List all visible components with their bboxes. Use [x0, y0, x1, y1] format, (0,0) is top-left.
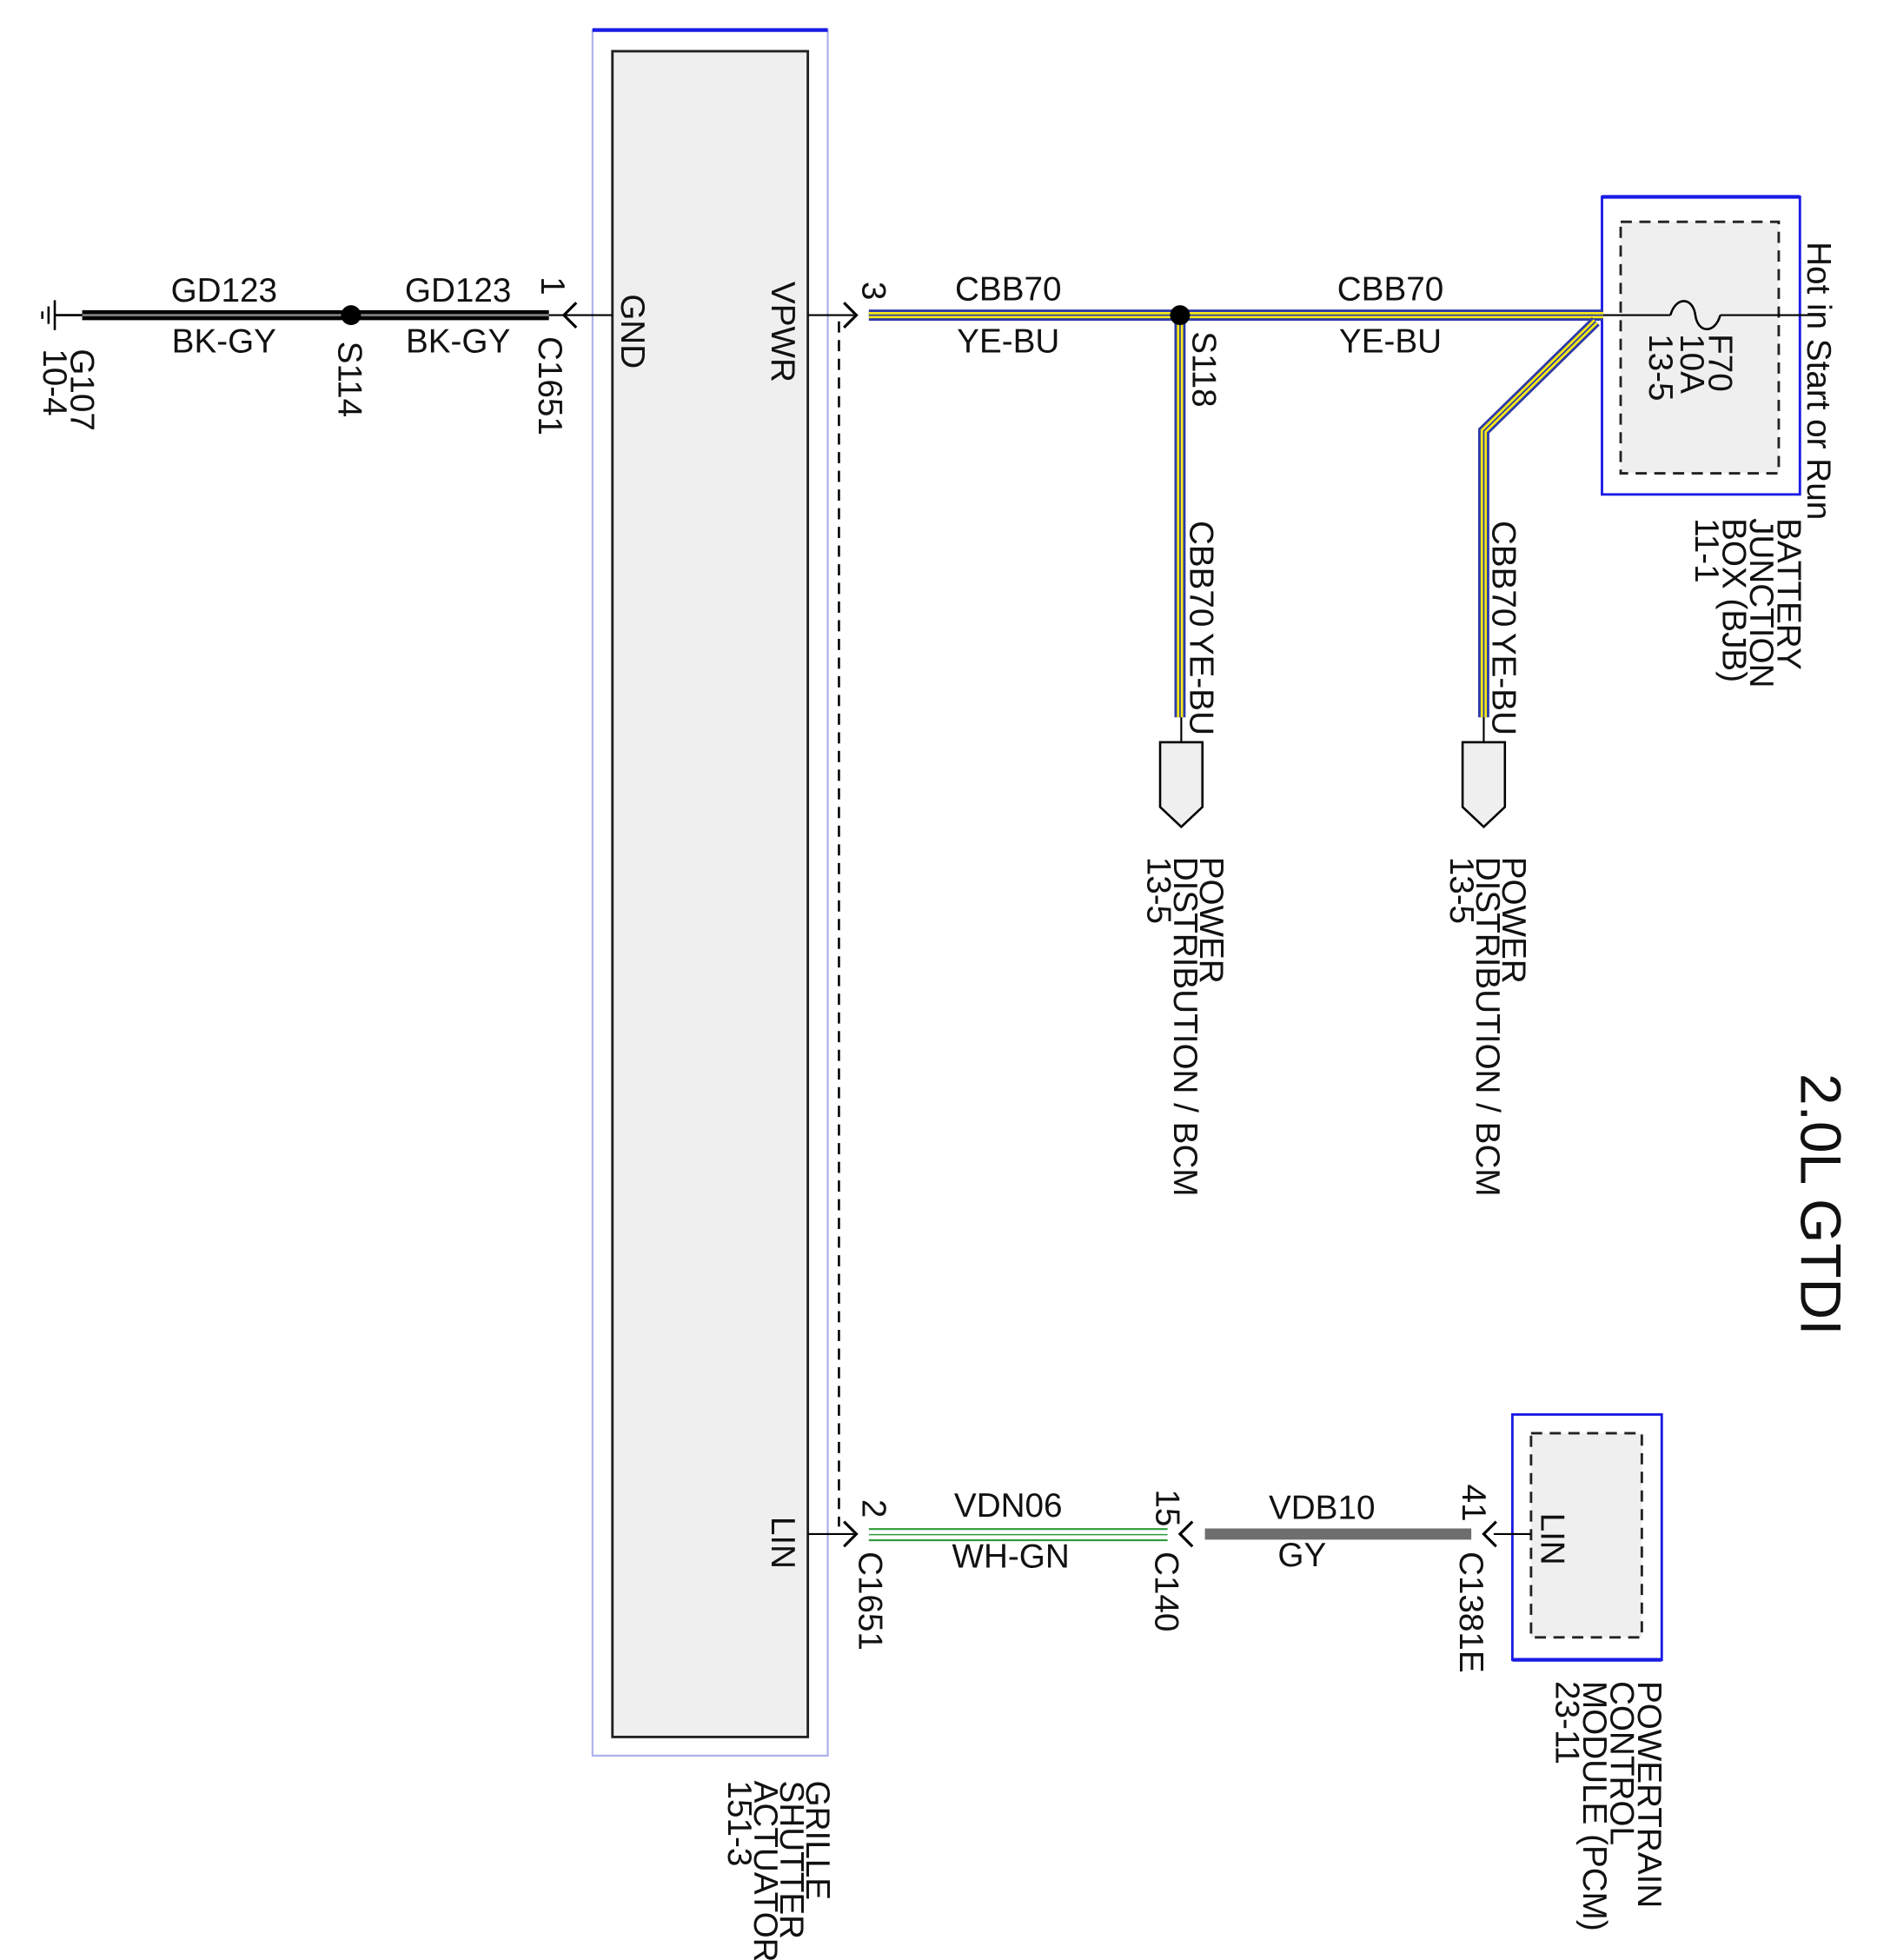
svg-text:13-5: 13-5	[1443, 857, 1480, 924]
wire-gd123-color-left: BK-GY	[172, 323, 276, 361]
fuse-f70-rating: 10A	[1673, 334, 1710, 394]
connector-c1651-lin-label: C1651	[851, 1551, 888, 1651]
power-note: Hot in Start or Run	[1800, 242, 1837, 520]
bcm-ref-arrow-icon[interactable]	[1158, 741, 1204, 829]
svg-text:POWERTRAIN: POWERTRAIN	[1630, 1681, 1668, 1908]
svg-text:JUNCTION: JUNCTION	[1742, 518, 1780, 688]
wire-cbb70-branch-bjb[interactable]	[1477, 317, 1600, 718]
connector-c1651-gnd-terminal-icon[interactable]	[561, 302, 578, 329]
connector-c140-terminal-icon[interactable]	[1177, 1520, 1194, 1548]
pin-pcm-number: 41	[1455, 1485, 1492, 1522]
svg-text:11-1: 11-1	[1688, 518, 1725, 583]
svg-text:BOX (BJB): BOX (BJB)	[1715, 518, 1752, 682]
connector-c1651-gnd-label: C1651	[531, 336, 568, 435]
battery-junction-box[interactable]	[1601, 195, 1801, 496]
svg-text:151-3: 151-3	[720, 1781, 758, 1867]
pin-lin-actuator-number: 2	[855, 1499, 892, 1518]
actuator-pin-vpwr-label: VPWR	[764, 282, 801, 382]
wire-gd123-color-right: BK-GY	[406, 323, 510, 361]
wire-gd123-id-left: GD123	[171, 272, 277, 309]
svg-text:23-11: 23-11	[1549, 1681, 1586, 1764]
splice-s114-dot[interactable]	[341, 305, 361, 326]
svg-text:ACTUATOR: ACTUATOR	[746, 1781, 784, 1960]
fuse-f70-page-ref: 13-5	[1642, 334, 1679, 401]
pcm-inner-box	[1529, 1432, 1643, 1639]
svg-text:GRILLE: GRILLE	[799, 1781, 836, 1901]
wire-cbb70-id-left: CBB70	[955, 270, 1061, 308]
wire-vdn06-color: WH-GN	[952, 1538, 1069, 1576]
bjb-name-label: BATTERY JUNCTION BOX (BJB) 11-1	[1688, 518, 1807, 688]
wire-gd123-id-right: GD123	[405, 272, 511, 309]
actuator-pin-gnd-label: GND	[614, 294, 651, 369]
bcm-ref-label: POWER DISTRIBUTION / BCM 13-5	[1443, 857, 1532, 1197]
wire-cbb70-branch-bjb-stripe	[1482, 321, 1596, 718]
connector-c1381e-terminal-icon[interactable]	[1482, 1520, 1497, 1548]
svg-text:DISTRIBUTION / BCM: DISTRIBUTION / BCM	[1166, 857, 1204, 1197]
fuse-f70-icon[interactable]	[1669, 300, 1721, 330]
wire-vdb10-color: GY	[1277, 1537, 1326, 1574]
wire-cbb70-color-right: YE-BU	[1339, 323, 1442, 361]
grille-shutter-actuator[interactable]	[591, 28, 829, 1757]
svg-text:13-5: 13-5	[1140, 857, 1177, 924]
wire-cbb70-branch-s118-color: YE-BU	[1182, 633, 1219, 735]
bjb-inner-box	[1619, 220, 1781, 475]
pin-gnd-number: 1	[534, 276, 571, 296]
wire-cbb70-color-left: YE-BU	[957, 323, 1059, 361]
pcm-pin-lin-label: LIN	[1533, 1513, 1570, 1565]
wire-cbb70-id-right: CBB70	[1337, 270, 1443, 308]
pcm-name-label: POWERTRAIN CONTROL MODULE (PCM) 23-11	[1549, 1681, 1668, 1931]
fuse-f70-id: F70	[1701, 334, 1739, 392]
engine-variant-label: 2.0L GTDI	[1789, 1073, 1854, 1335]
svg-text:DISTRIBUTION / BCM: DISTRIBUTION / BCM	[1469, 857, 1506, 1197]
svg-text:BATTERY: BATTERY	[1769, 518, 1807, 670]
wire-cbb70-branch-bjb-color: YE-BU	[1484, 633, 1522, 735]
ground-page-ref: 10-4	[36, 349, 73, 415]
actuator-inner-box	[611, 50, 810, 1738]
connector-c1651-vpwr-terminal-icon[interactable]	[843, 302, 859, 329]
svg-text:MODULE (PCM): MODULE (PCM)	[1575, 1681, 1613, 1931]
connector-c1651-lin-terminal-icon[interactable]	[843, 1520, 859, 1548]
bcm-ref-arrow-icon[interactable]	[1461, 741, 1507, 829]
svg-text:POWER: POWER	[1495, 857, 1532, 984]
pin-vpwr-number: 3	[855, 282, 892, 301]
bcm-ref-label: POWER DISTRIBUTION / BCM 13-5	[1140, 857, 1230, 1197]
wire-vdn06-id: VDN06	[954, 1487, 1063, 1525]
wire-cbb70-branch-bjb-id: CBB70	[1484, 521, 1522, 627]
pin-c140-number: 15	[1149, 1489, 1186, 1526]
wire-vdn06[interactable]	[868, 1528, 1168, 1542]
connector-c1381e-label: C1381E	[1452, 1551, 1489, 1673]
svg-text:POWER: POWER	[1192, 857, 1230, 984]
splice-s118-label: S118	[1184, 331, 1222, 407]
ground-id: G107	[63, 349, 101, 431]
svg-text:CONTROL: CONTROL	[1603, 1681, 1641, 1845]
wire-cbb70-branch-s118-id: CBB70	[1182, 521, 1219, 627]
ground-symbol-icon	[41, 300, 83, 330]
actuator-pin-lin-label: LIN	[764, 1517, 801, 1569]
wire-vdb10-id: VDB10	[1269, 1490, 1375, 1527]
actuator-name-label: GRILLE SHUTTER ACTUATOR 151-3	[720, 1781, 836, 1960]
connector-c140-label: C140	[1147, 1551, 1184, 1631]
splice-s114-label: S114	[331, 342, 368, 417]
powertrain-control-module[interactable]	[1510, 1412, 1663, 1662]
svg-text:SHUTTER: SHUTTER	[773, 1781, 810, 1940]
splice-s118-dot[interactable]	[1170, 305, 1191, 326]
